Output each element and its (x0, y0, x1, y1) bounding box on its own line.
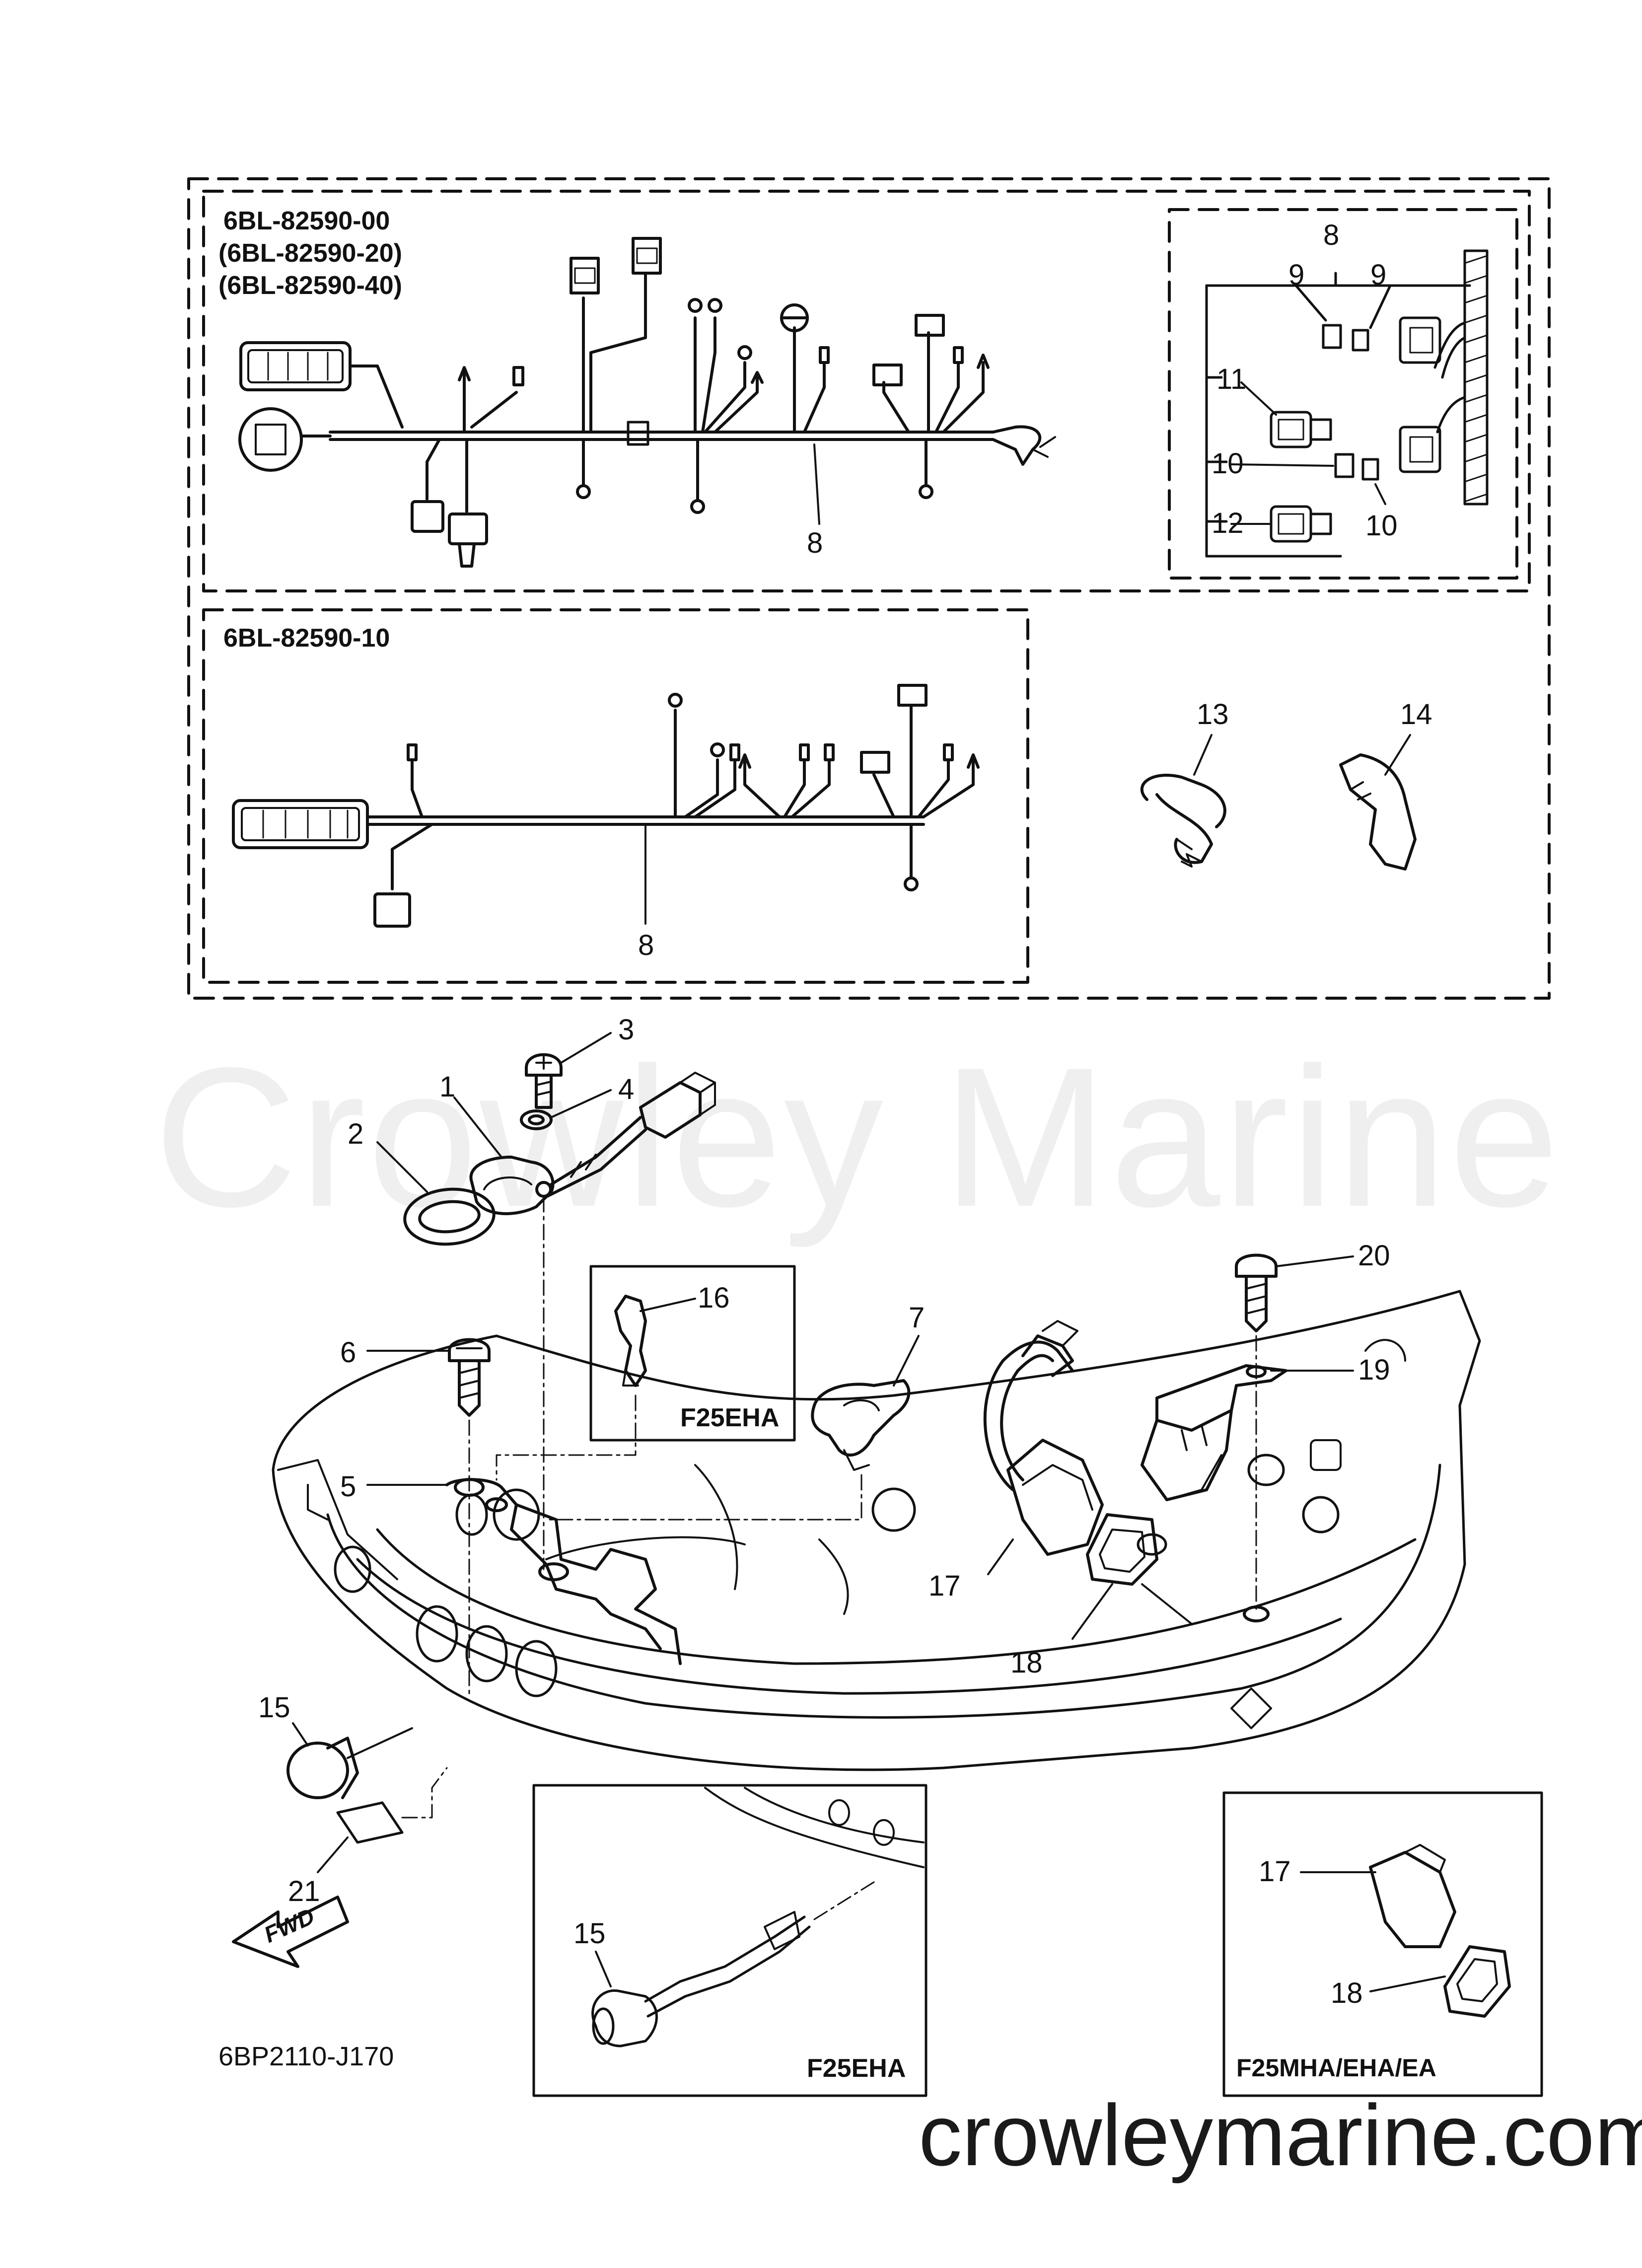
part-17-grommet (983, 1320, 1104, 1575)
harness-a-frame (202, 190, 1531, 592)
callout-16: 16 (698, 1282, 730, 1314)
outer-dashed-frame (187, 177, 1551, 1000)
inset-sensor-drawing (591, 1787, 925, 2048)
part-15-plug (286, 1722, 413, 1799)
callout-8-detail: 8 (1323, 219, 1340, 251)
callout-8-harness-a: 8 (807, 527, 823, 559)
part-6-screw (366, 1338, 491, 1699)
harness-a-round-connector (238, 407, 303, 472)
part-2-seal (376, 1141, 496, 1246)
callout-3: 3 (618, 1014, 635, 1046)
watermark-text: Crowley Marine (154, 1026, 1562, 1248)
detail-wires (1205, 249, 1489, 558)
dashed-frames (187, 177, 1551, 1000)
part-21-label (317, 1767, 448, 1873)
callout-10-right: 10 (1365, 510, 1398, 542)
part-19-holder (1141, 1364, 1354, 1501)
callout-11: 11 (1216, 363, 1247, 395)
harness-group-b-label: 6BL-82590-10 (223, 624, 390, 653)
inset-grommet-model-label: F25MHA/EHA/EA (1236, 2054, 1436, 2082)
callout-13: 13 (1197, 698, 1229, 731)
callout-12: 12 (1212, 507, 1244, 539)
callout-15-inset: 15 (573, 1917, 606, 1950)
inset-grommet-drawing (1300, 1844, 1511, 2018)
callout-19: 19 (1358, 1354, 1390, 1386)
clamp-14 (1339, 734, 1417, 871)
callout-15: 15 (258, 1691, 290, 1724)
diagram-code: 6BP2110-J170 (218, 2042, 394, 2071)
harness-group-a-line2: (6BL-82590-20) (218, 239, 402, 268)
clamp-13 (1140, 734, 1226, 868)
harness-group-a-line1: 6BL-82590-00 (223, 207, 390, 235)
inset-box-sensor (532, 1784, 928, 2097)
part-18-seal (1071, 1513, 1193, 1640)
callout-18: 18 (1010, 1647, 1043, 1679)
part-3-screw (525, 1032, 612, 1109)
fwd-arrow (232, 1896, 349, 1968)
callout-17-inset: 17 (1259, 1855, 1291, 1888)
bottom-cowling (272, 1290, 1481, 1771)
callout-10-left: 10 (1212, 447, 1244, 480)
part-5-bracket (366, 1478, 682, 1665)
inset-sensor-model-label: F25EHA (807, 2054, 906, 2083)
part-4-washer (520, 1089, 612, 1130)
website-text[interactable]: crowleymarine.com (919, 2087, 1642, 2184)
harness-b (232, 684, 980, 928)
callout-17: 17 (928, 1570, 961, 1602)
callout-18-inset: 18 (1331, 1977, 1363, 2009)
callout-8-harness-b: 8 (638, 929, 654, 961)
callout-9-right: 9 (1370, 259, 1387, 291)
part-1-connector-harness (453, 1072, 716, 1215)
callout-2: 2 (348, 1118, 364, 1150)
callout-4: 4 (618, 1073, 635, 1105)
callout-21: 21 (288, 1875, 320, 1907)
callout-14: 14 (1400, 698, 1432, 731)
harness-b-main-coupler (232, 799, 369, 849)
inset-box-grommet (1222, 1791, 1543, 2097)
part-20-screw (1235, 1253, 1354, 1622)
inset-box-clip (589, 1265, 796, 1442)
harness-a (238, 237, 1056, 568)
harness-group-a-line3: (6BL-82590-40) (218, 271, 402, 300)
harness-b-frame (202, 608, 1029, 984)
callout-line-8-top (813, 443, 820, 525)
callout-7: 7 (909, 1302, 925, 1334)
part-7-clamp (545, 1335, 920, 1521)
callout-9-left: 9 (1288, 259, 1305, 291)
callout-20: 20 (1358, 1240, 1390, 1272)
inset-clip-model-label: F25EHA (680, 1403, 780, 1432)
callout-1: 1 (439, 1071, 456, 1103)
callout-5: 5 (340, 1470, 357, 1503)
callout-6: 6 (340, 1336, 357, 1369)
part-16-clip (496, 1295, 696, 1481)
